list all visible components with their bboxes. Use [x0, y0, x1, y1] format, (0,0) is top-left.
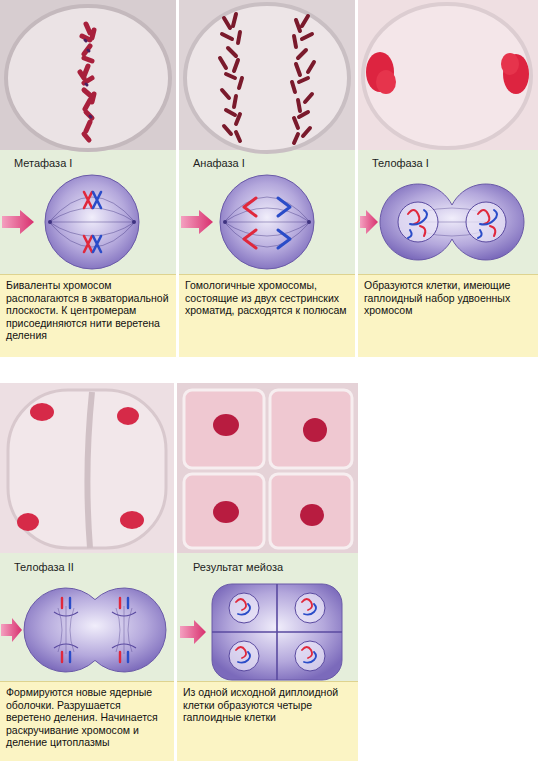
caption-text: Образуются клетки, имеющие гаплоидный на…	[364, 279, 532, 317]
anaphase-photo	[179, 0, 355, 152]
panel-ground	[0, 0, 176, 357]
chromatin-red	[236, 599, 312, 658]
nuclear-envelope	[54, 612, 136, 648]
chromosome-red	[84, 192, 92, 252]
telophase-one-photo	[358, 0, 538, 150]
chromosome-blue	[408, 210, 497, 238]
stage-title: Телофаза II	[14, 560, 74, 574]
stage-panel: Анафаза I Гомологичные хромосомы, состоящ…	[179, 0, 355, 357]
stage-title: Результат мейоза	[193, 560, 283, 574]
pole	[132, 220, 136, 224]
cell-outline	[185, 4, 349, 152]
spindle	[58, 606, 132, 654]
caption-text: Из одной исходной диплоидной клетки обра…	[183, 686, 352, 724]
photo-ground	[0, 383, 174, 553]
nucleus	[466, 202, 506, 242]
cell-quadrant	[184, 390, 264, 468]
anaphase-scheme	[220, 175, 314, 269]
nucleus-blob	[30, 403, 54, 421]
centromeres	[85, 40, 91, 117]
nucleus-blob	[17, 513, 39, 531]
spindle	[49, 197, 135, 247]
result-photo	[177, 383, 358, 553]
stage-panel: Результат мейоза Из одной исходной диплои…	[177, 383, 358, 761]
caption-text: Биваленты хромосом располагаются в экват…	[6, 279, 170, 342]
pole	[307, 220, 311, 224]
four-cells	[212, 584, 342, 680]
caption-box: Формируются новые ядерные оболочки. Разр…	[0, 681, 174, 761]
nucleus-blob	[501, 53, 519, 75]
stage-panel: Телофаза I Образуются клетки, имеющие гап…	[358, 0, 538, 357]
nucleus-blob	[376, 70, 396, 94]
result-scheme	[212, 584, 342, 680]
cell-quadrant	[270, 474, 352, 548]
sequence-arrow	[360, 210, 378, 234]
pole	[48, 220, 52, 224]
metaphase-scheme	[45, 175, 139, 269]
cell-outline	[363, 4, 531, 148]
telophase-two-scheme	[24, 588, 166, 672]
dividing-cell	[380, 184, 524, 260]
sequence-arrow	[181, 210, 213, 234]
cell-outline	[8, 390, 166, 548]
sequence-arrow	[180, 620, 206, 644]
telophase-one-scheme	[380, 184, 524, 260]
panel-ground	[0, 383, 174, 761]
panel-ground	[177, 383, 358, 761]
cell-circle	[45, 175, 139, 269]
sequence-arrow	[1, 618, 22, 642]
dividing-cells	[24, 588, 166, 672]
nucleus-blob	[300, 504, 324, 526]
cell-quadrant	[270, 390, 352, 468]
nucleus-blob	[303, 418, 327, 442]
panel-ground	[179, 0, 355, 357]
chromosome-red	[244, 198, 256, 248]
chromatin-blue	[238, 604, 316, 663]
stage-title: Телофаза I	[372, 156, 429, 170]
caption-box: Образуются клетки, имеющие гаплоидный на…	[358, 274, 538, 357]
cell-quadrant	[184, 474, 264, 548]
stage-panel: Телофаза II Формируются новые ядерные обо…	[0, 383, 174, 761]
spindle	[224, 197, 310, 247]
metaphase-photo	[0, 0, 176, 150]
chromosomes-left	[220, 14, 242, 141]
nucleus-blob	[213, 501, 239, 523]
caption-box: Биваленты хромосом располагаются в экват…	[0, 274, 176, 357]
nucleus-blob	[213, 414, 239, 436]
chromosome-blue	[93, 192, 101, 252]
pole	[223, 220, 227, 224]
cell-walls	[212, 584, 342, 680]
cell-wall	[87, 392, 92, 548]
chromosomes	[80, 24, 94, 140]
stage-panel: Метафаза I Биваленты хромосом располагают…	[0, 0, 176, 357]
nucleus-blob	[120, 511, 144, 529]
sequence-arrow	[2, 210, 34, 234]
caption-text: Формируются новые ядерные оболочки. Разр…	[6, 686, 168, 749]
chromosomes-right	[292, 16, 314, 143]
stage-title: Анафаза I	[193, 156, 245, 170]
cell-circle	[220, 175, 314, 269]
photo-ground	[177, 383, 358, 553]
chromosome-blue	[70, 598, 128, 662]
cell-outline	[6, 6, 170, 150]
stage-title: Метафаза I	[14, 156, 72, 170]
chromosome-blue	[278, 198, 290, 248]
photo-ground	[0, 0, 176, 150]
caption-box: Гомологичные хромосомы, состоящие из дву…	[179, 274, 355, 357]
caption-box: Из одной исходной диплоидной клетки обра…	[177, 681, 358, 761]
photo-ground	[358, 0, 538, 150]
panel-ground	[358, 0, 538, 357]
nucleus-blob	[117, 407, 139, 425]
telophase-two-photo	[0, 383, 174, 553]
caption-text: Гомологичные хромосомы, состоящие из дву…	[185, 279, 349, 317]
